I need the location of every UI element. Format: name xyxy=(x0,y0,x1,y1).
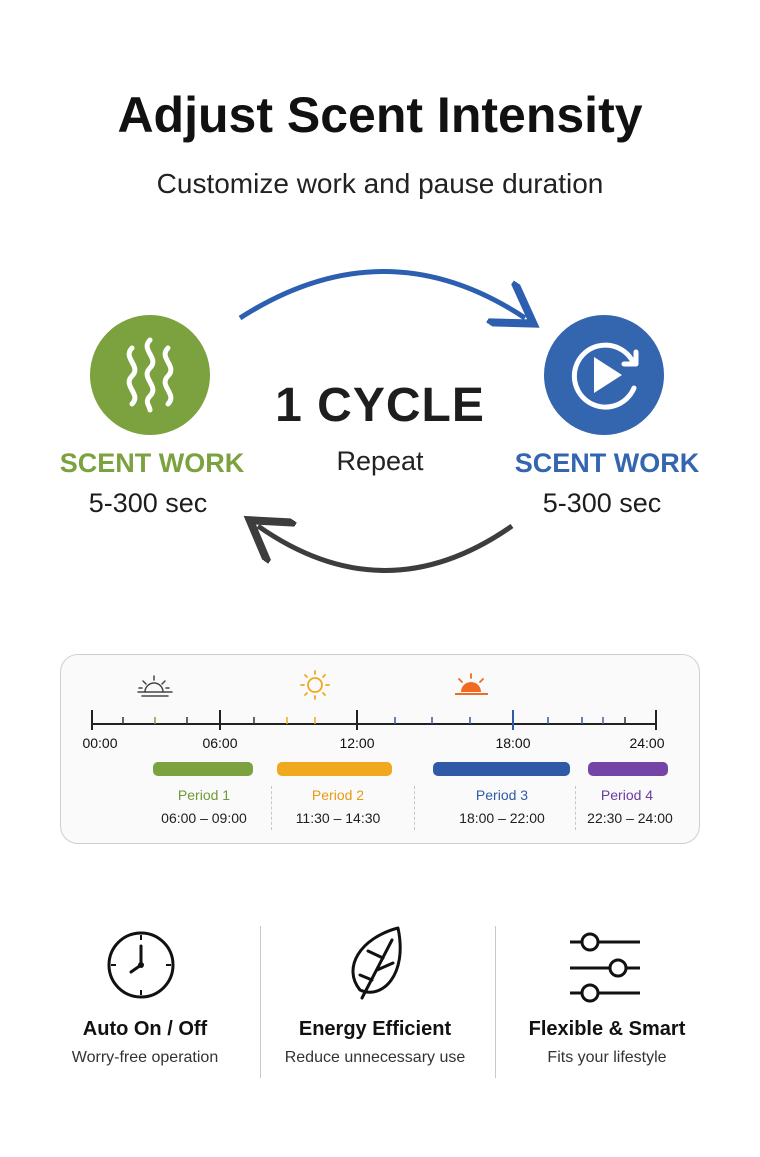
feature-flexible-subtitle: Fits your lifestyle xyxy=(547,1049,667,1066)
timeline-graphic xyxy=(91,670,668,776)
period-divider xyxy=(271,786,272,830)
forward-arrow xyxy=(238,269,525,319)
period-3-bar xyxy=(433,762,570,776)
cycle-diagram xyxy=(90,269,664,573)
sunset-icon xyxy=(455,673,488,695)
period-3-time: 18:00 – 22:00 xyxy=(459,810,545,826)
sunrise-icon xyxy=(137,675,173,697)
period-divider xyxy=(575,786,576,830)
return-arrow xyxy=(258,526,514,573)
period-divider xyxy=(414,786,415,830)
clock-icon xyxy=(107,931,175,999)
feature-energy-title: Energy Efficient xyxy=(298,1018,452,1040)
left-work-range: 5-300 sec xyxy=(88,488,208,518)
right-work-range: 5-300 sec xyxy=(542,488,662,518)
period-4-bar xyxy=(588,762,668,776)
period-2-time: 11:30 – 14:30 xyxy=(295,810,381,826)
period-2-bar xyxy=(277,762,392,776)
right-work-label: SCENT WORK xyxy=(514,448,700,478)
period-2-name: Period 2 xyxy=(311,787,365,803)
axis-label-1800: 18:00 xyxy=(495,735,531,751)
feature-icons xyxy=(107,926,640,1003)
sliders-icon xyxy=(570,932,640,1003)
axis-label-0000: 00:00 xyxy=(82,735,118,751)
feature-auto-subtitle: Worry-free operation xyxy=(71,1049,219,1066)
period-4-time: 22:30 – 24:00 xyxy=(587,810,673,826)
axis-label-2400: 24:00 xyxy=(629,735,665,751)
left-work-label: SCENT WORK xyxy=(59,448,245,478)
page-title: Adjust Scent Intensity xyxy=(117,87,643,143)
period-1-time: 06:00 – 09:00 xyxy=(161,810,247,826)
feature-divider xyxy=(260,926,261,1078)
axis-label-1200: 12:00 xyxy=(339,735,375,751)
sun-icon xyxy=(300,670,330,700)
period-1-bar xyxy=(153,762,253,776)
page-subtitle: Customize work and pause duration xyxy=(156,168,604,199)
feature-divider xyxy=(495,926,496,1078)
leaf-icon xyxy=(351,926,402,1000)
play-repeat-icon xyxy=(544,315,664,435)
feature-auto-title: Auto On / Off xyxy=(82,1018,208,1040)
cycle-subtitle: Repeat xyxy=(336,446,424,476)
period-1-name: Period 1 xyxy=(177,787,231,803)
feature-energy-subtitle: Reduce unnecessary use xyxy=(284,1049,466,1066)
cycle-title: 1 CYCLE xyxy=(275,379,485,432)
feature-flexible-title: Flexible & Smart xyxy=(528,1018,686,1040)
period-4-name: Period 4 xyxy=(600,787,654,803)
moon-icon xyxy=(593,671,614,693)
axis-label-0600: 06:00 xyxy=(202,735,238,751)
steam-icon xyxy=(90,315,210,435)
period-3-name: Period 3 xyxy=(475,787,529,803)
schedule-panel xyxy=(60,654,700,844)
